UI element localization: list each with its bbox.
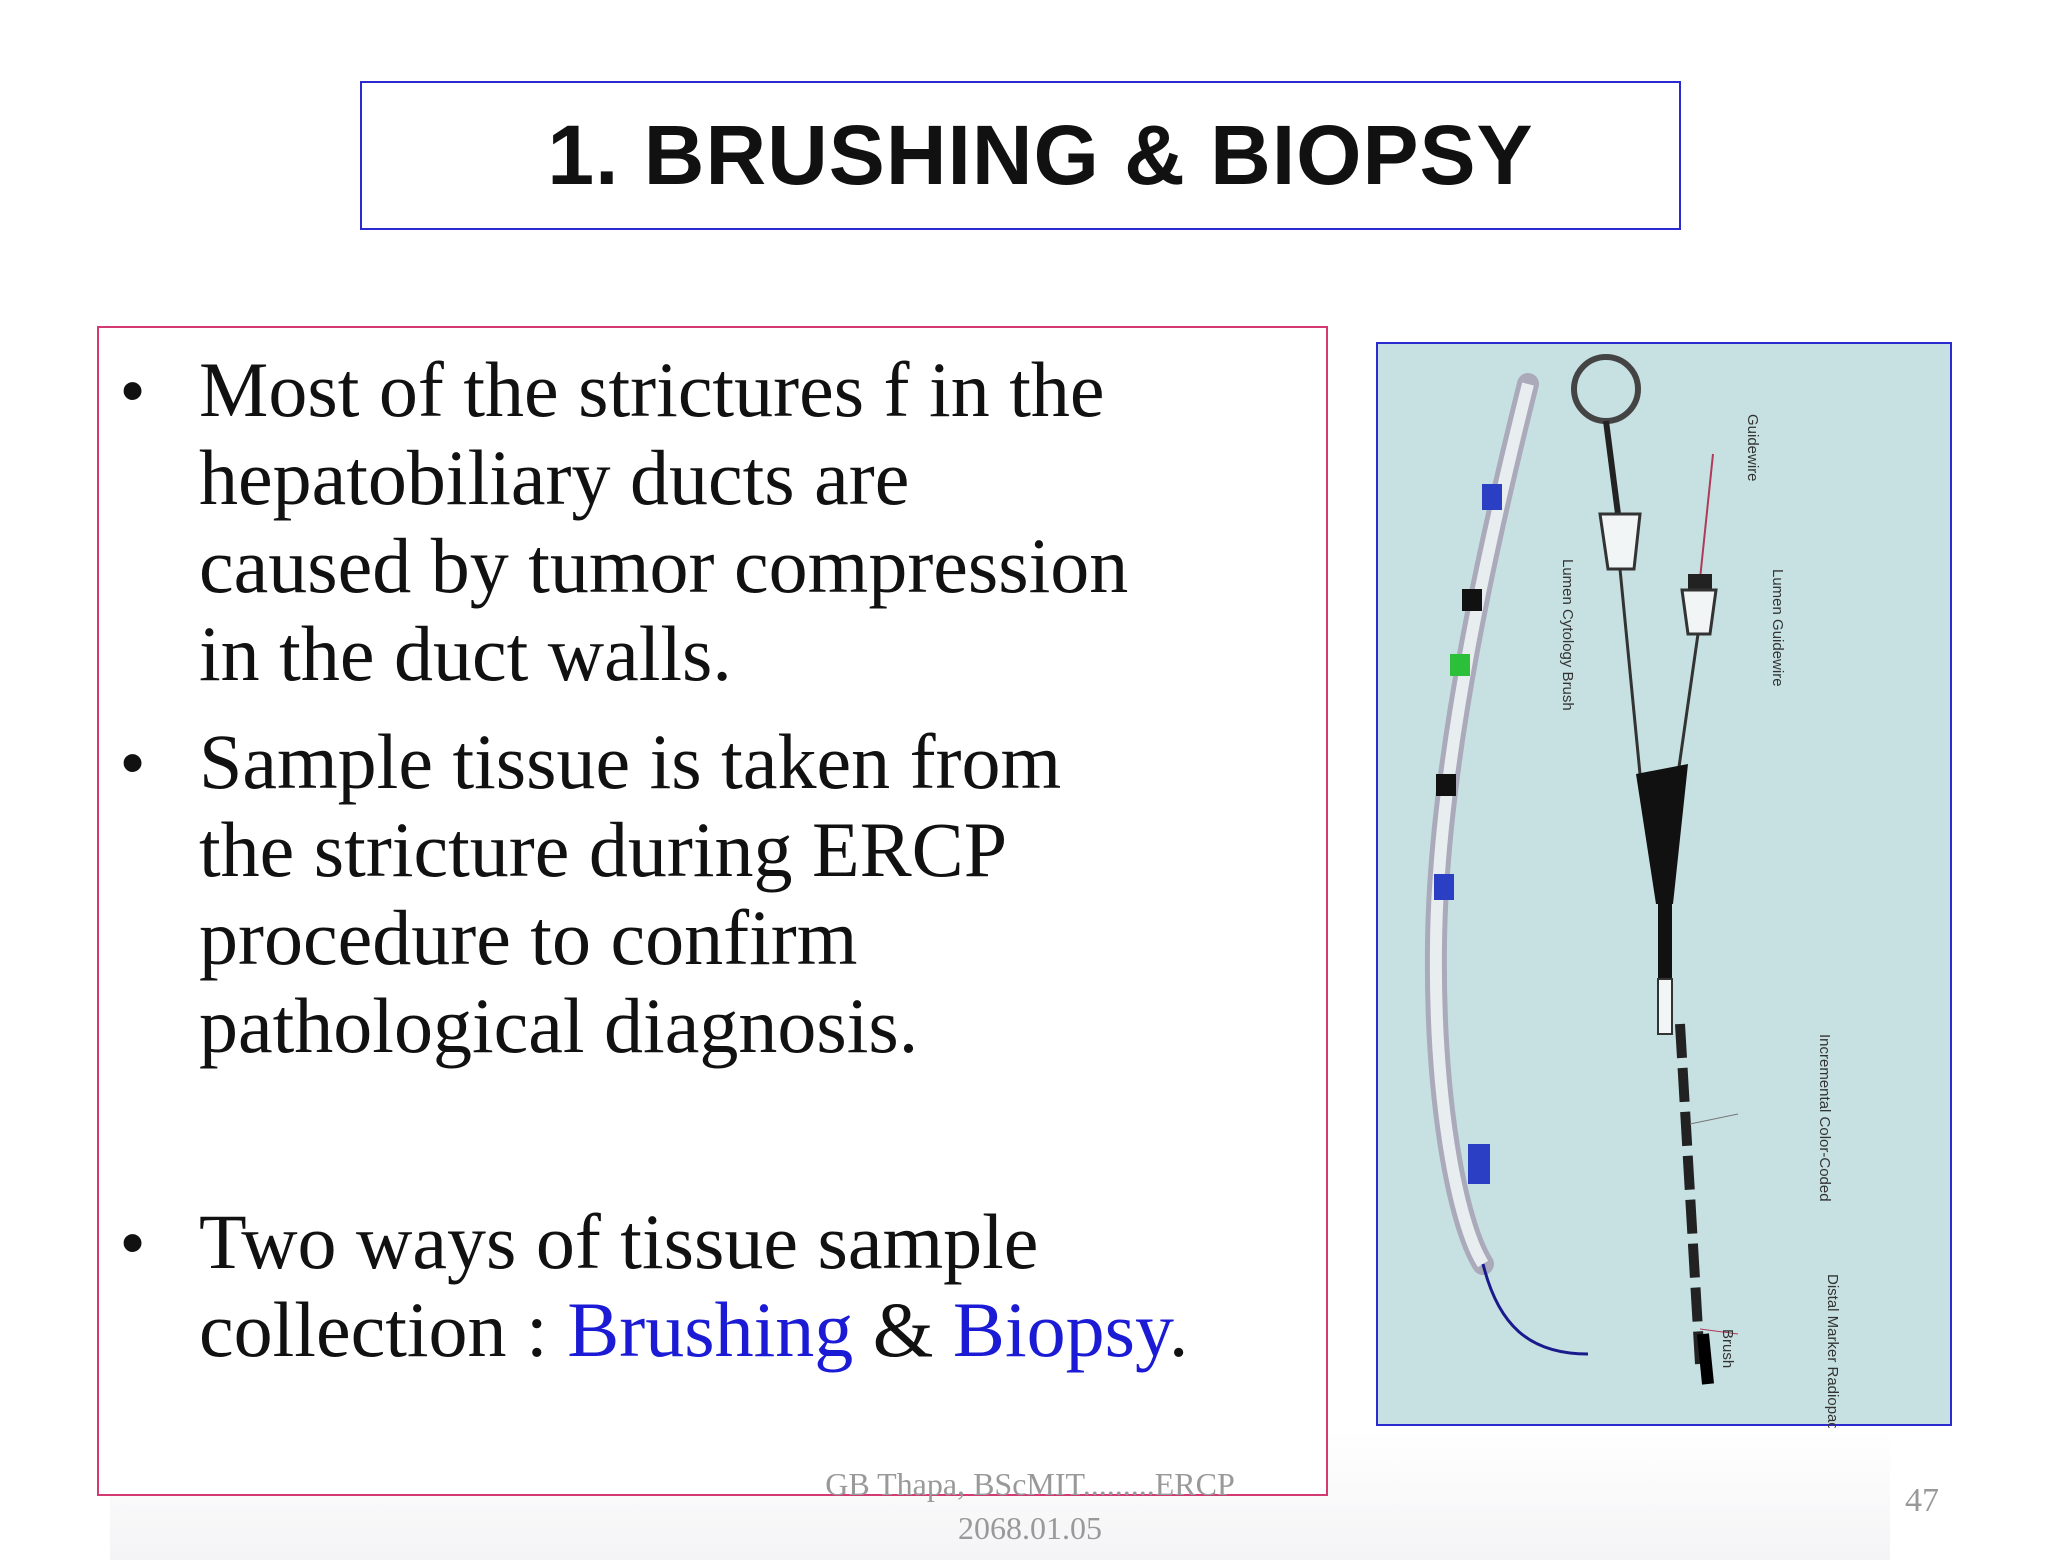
slide-title: 1. BRUSHING & BIOPSY bbox=[547, 108, 1534, 202]
bullet-text: Most of the strictures f in the hepatobi… bbox=[199, 346, 1129, 697]
figure-label: Lumen Guidewire bbox=[1769, 569, 1786, 687]
title-box: 1. BRUSHING & BIOPSY bbox=[360, 81, 1681, 230]
bullet-prefix: collection : bbox=[199, 1286, 568, 1373]
footer-author: GB Thapa, BScMIT.........ERCP 2068.01.05 bbox=[760, 1462, 1300, 1550]
lumen-hub bbox=[1680, 588, 1718, 636]
cytology-brush-figure: Guidewire Lumen Guidewire Lumen Cytology… bbox=[1376, 342, 1952, 1428]
cytology-brush-illustration: Guidewire Lumen Guidewire Lumen Cytology… bbox=[1424, 354, 1841, 1428]
guidewire-line bbox=[1699, 453, 1714, 580]
hub-line bbox=[1676, 633, 1700, 775]
brushing-highlight: Brushing bbox=[567, 1286, 854, 1373]
bullet-dot: • bbox=[121, 1205, 145, 1279]
bullet-text-box: • Most of the strictures f in the hepato… bbox=[97, 326, 1328, 1496]
bullet-suffix: . bbox=[1168, 1286, 1189, 1373]
brush-shaft bbox=[1675, 1023, 1705, 1365]
figure-label: Guidewire bbox=[1744, 414, 1761, 482]
y-connector bbox=[1636, 764, 1688, 904]
handle-ring bbox=[1571, 354, 1641, 424]
handle-hub bbox=[1598, 512, 1642, 571]
figure-label: Distal Marker Radiopaque bbox=[1824, 1274, 1841, 1428]
connector-tip bbox=[1657, 978, 1673, 1035]
figure-label: Lumen Cytology Brush bbox=[1559, 559, 1576, 711]
bullet-middle: & bbox=[853, 1286, 953, 1373]
footer-author-name: GB Thapa, BScMIT.........ERCP bbox=[825, 1466, 1235, 1502]
handle-line bbox=[1618, 568, 1642, 775]
guidewire-tip bbox=[1481, 1263, 1589, 1356]
catheter-marker bbox=[1462, 589, 1482, 611]
catheter-marker bbox=[1482, 484, 1502, 510]
page-number: 47 bbox=[1905, 1482, 1939, 1519]
bullet-line: Two ways of tissue sample bbox=[199, 1198, 1039, 1285]
brush-tip bbox=[1697, 1333, 1714, 1385]
catheter-marker bbox=[1434, 874, 1454, 900]
figure-label: Brush bbox=[1719, 1329, 1736, 1368]
connector-shaft bbox=[1658, 904, 1672, 979]
bullet-dot: • bbox=[121, 353, 145, 427]
pointer-line bbox=[1689, 1113, 1739, 1125]
bullet-dot: • bbox=[121, 725, 145, 799]
bullet-text: Sample tissue is taken from the strictur… bbox=[199, 718, 1062, 1069]
biopsy-highlight: Biopsy bbox=[952, 1286, 1169, 1373]
hub-cap bbox=[1688, 574, 1712, 590]
catheter-highlight bbox=[1429, 382, 1534, 1268]
figure-label: Incremental Color-Coded bbox=[1816, 1034, 1833, 1202]
catheter-marker bbox=[1468, 1144, 1490, 1184]
footer-date: 2068.01.05 bbox=[958, 1510, 1102, 1546]
catheter-marker bbox=[1450, 654, 1470, 676]
catheter-marker bbox=[1436, 774, 1456, 796]
pointer-line bbox=[1699, 1328, 1739, 1335]
handle-shaft bbox=[1603, 420, 1621, 515]
